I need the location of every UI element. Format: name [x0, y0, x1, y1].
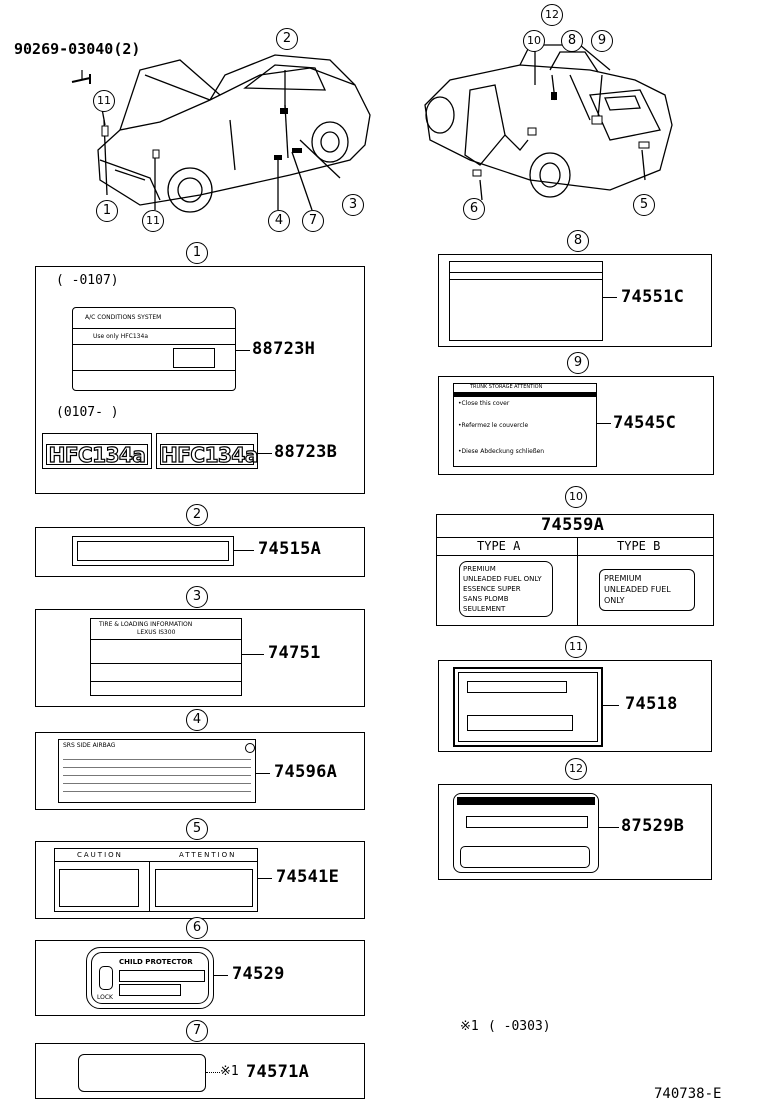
section-2-box: 74515A	[35, 527, 365, 577]
type-a-label: PREMIUM UNLEADED FUEL ONLY ESSENCE SUPER…	[459, 561, 553, 617]
callout-3-car: 3	[342, 194, 364, 216]
section-2-part: 74515A	[258, 539, 322, 559]
section-7-box: ※1 74571A	[35, 1043, 365, 1099]
callout-2-car: 2	[276, 28, 298, 50]
callout-7-car: 7	[302, 210, 324, 232]
section-2-number: 2	[186, 504, 208, 526]
section-7-part: 74571A	[246, 1062, 310, 1082]
type-b-header: TYPE B	[617, 539, 661, 553]
callout-12-car: 12	[541, 4, 563, 26]
section-5-part: 74541E	[276, 867, 340, 887]
section-1-number: 1	[186, 242, 208, 264]
section-11-part: 74518	[625, 694, 678, 714]
diagram-code: 740738-E	[654, 1086, 722, 1102]
section-9-number: 9	[567, 352, 589, 374]
section-5-number: 5	[186, 818, 208, 840]
section-10-part: 74559A	[541, 515, 605, 535]
section-7-note-ref: ※1	[220, 1064, 239, 1079]
section-12-number: 12	[565, 758, 587, 780]
section-1-box: ( -0107) A/C CONDITIONS SYSTEM Use only …	[35, 266, 365, 494]
callout-4-car: 4	[268, 210, 290, 232]
section-3-number: 3	[186, 586, 208, 608]
section-3-box: TIRE & LOADING INFORMATION LEXUS IS300 7…	[35, 609, 365, 707]
section-5-box: CAUTION ATTENTION 74541E	[35, 841, 365, 919]
section-6-part: 74529	[232, 964, 285, 984]
section-1-date-range-1: ( -0107)	[56, 273, 119, 288]
callout-6-car: 6	[463, 198, 485, 220]
section-3-part: 74751	[268, 643, 321, 663]
section-1-label-a: A/C CONDITIONS SYSTEM Use only HFC134a	[72, 307, 236, 391]
bolt-part-number: 90269-03040(2)	[14, 40, 141, 58]
callout-8-car: 8	[561, 30, 583, 52]
section-12-box: 87529B	[438, 784, 712, 880]
section-4-number: 4	[186, 709, 208, 731]
hfc-label-right: HFC134a	[156, 433, 259, 469]
section-11-number: 11	[565, 636, 587, 658]
child-protector-title: CHILD PROTECTOR	[119, 958, 193, 966]
section-4-part: 74596A	[274, 762, 338, 782]
section-9-part: 74545C	[613, 413, 677, 433]
callout-5-car: 5	[633, 194, 655, 216]
section-10-number: 10	[565, 486, 587, 508]
callout-11-car-top: 11	[93, 90, 115, 112]
callout-9-car: 9	[591, 30, 613, 52]
section-1-part-a: 88723H	[252, 339, 316, 359]
footnote-mark: ※1	[460, 1019, 479, 1034]
rear-car-illustration	[424, 44, 673, 201]
type-b-label: PREMIUM UNLEADED FUEL ONLY	[599, 569, 695, 611]
hfc-label-left: HFC134a	[42, 433, 152, 469]
section-6-box: CHILD PROTECTOR LOCK 74529	[35, 940, 365, 1016]
callout-1-car: 1	[96, 200, 118, 222]
section-8-part: 74551C	[621, 287, 685, 307]
section-12-part: 87529B	[621, 816, 685, 836]
section-10-box: 74559A TYPE A TYPE B PREMIUM UNLEADED FU…	[436, 514, 714, 626]
section-1-part-b: 88723B	[274, 442, 338, 462]
section-4-box: SRS SIDE AIRBAG 74596A	[35, 732, 365, 810]
front-car-illustration	[71, 54, 371, 213]
section-7-number: 7	[186, 1020, 208, 1042]
section-8-number: 8	[567, 230, 589, 252]
section-8-box: 74551C	[438, 254, 712, 347]
type-a-header: TYPE A	[477, 539, 521, 553]
callout-11-car-bottom: 11	[142, 210, 164, 232]
footnote-range: ( -0303)	[488, 1019, 551, 1034]
callout-10-car: 10	[523, 30, 545, 52]
section-1-date-range-2: (0107- )	[56, 405, 119, 420]
section-9-box: TRUNK STORAGE ATTENTION •Close this cove…	[438, 376, 714, 475]
section-6-number: 6	[186, 917, 208, 939]
section-11-box: 74518	[438, 660, 712, 752]
